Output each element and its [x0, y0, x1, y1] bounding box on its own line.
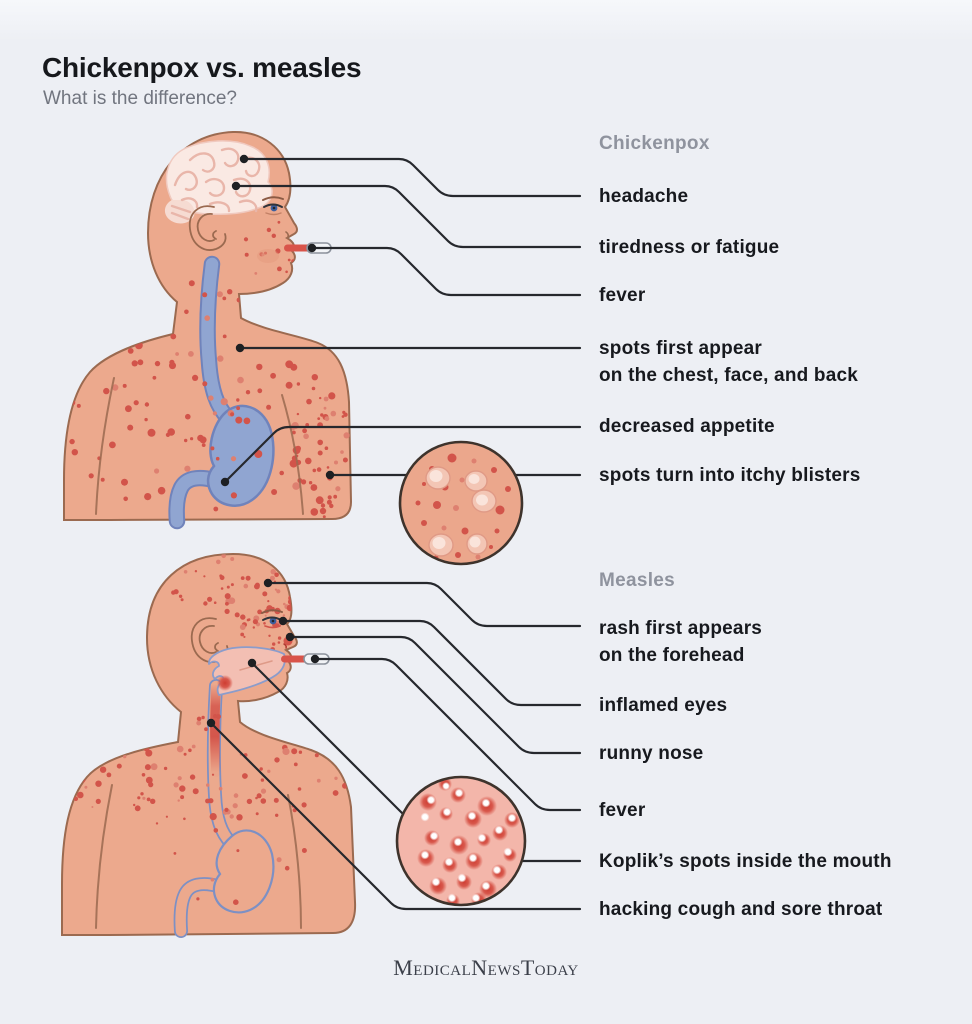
koplik-white-dots [420, 782, 517, 903]
symptom-label-runny-nose: runny nose [599, 743, 704, 764]
right-arm-crease [287, 794, 302, 929]
inflamed-lower-eyelid [264, 625, 281, 629]
symptom-label-inflamed-eyes: inflamed eyes [599, 695, 728, 716]
page-subtitle: What is the difference? [43, 88, 237, 109]
chickenpox-rash-spots [69, 220, 350, 519]
blister [466, 533, 488, 555]
chickenpox-magnified-view [398, 440, 524, 566]
left-arm-crease [95, 784, 113, 929]
eyebrow [262, 196, 284, 201]
section-heading-chickenpox: Chickenpox [599, 133, 710, 154]
lower-eyelid [265, 212, 282, 216]
medical-news-today-logo: MedicalNewsToday [393, 955, 579, 980]
nostril [283, 643, 287, 649]
blister [428, 533, 454, 557]
brain-illustration [164, 140, 273, 224]
face-features [262, 196, 290, 238]
section-heading-measles: Measles [599, 570, 676, 591]
symptom-label-headache: headache [599, 186, 689, 207]
symptom-label-koplik-spots: Koplik’s spots inside the mouth [599, 851, 892, 872]
blister [464, 470, 497, 513]
symptom-label-itchy-blisters: spots turn into itchy blisters [599, 465, 861, 486]
chickenpox-figure [63, 130, 352, 530]
symptom-label-fever-measles: fever [599, 800, 646, 821]
left-arm-crease [95, 377, 115, 515]
measles-magnified-view [395, 775, 527, 907]
right-arm-crease [281, 394, 304, 515]
symptom-label-decreased-appetite: decreased appetite [599, 416, 775, 437]
measles-figure [61, 553, 357, 938]
mouth-interior [208, 646, 286, 696]
blister [425, 466, 451, 490]
upper-eyelid [263, 203, 283, 208]
ear [188, 205, 227, 251]
eye-pupil [272, 206, 276, 210]
symptom-label-tiredness: tiredness or fatigue [599, 237, 780, 258]
symptom-label-hacking-cough: hacking cough and sore throat [599, 899, 883, 920]
cheek-blush [257, 249, 279, 263]
eye-pupil [271, 619, 275, 623]
symptom-label-fever-chickenpox: fever [599, 285, 646, 306]
measles-rash-spots [62, 554, 348, 905]
chickenpox-leader-lines [220, 154, 582, 487]
eyebrow [261, 609, 283, 614]
nostril [285, 231, 290, 238]
page-title: Chickenpox vs. measles [42, 52, 362, 83]
